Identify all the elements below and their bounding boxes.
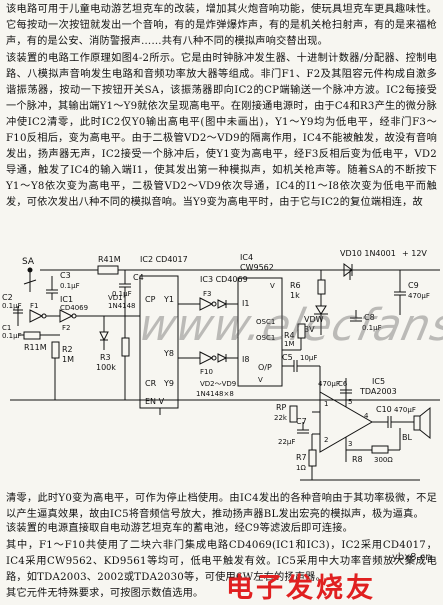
ic3-label: IC3 CD4069 (200, 275, 248, 284)
circuit-description-paragraph: 该装置的电路工作原理如图4-2所示。它是由时钟脉冲发生器、十进制计数器/分配器、… (6, 53, 437, 208)
c5-value: 10μF (300, 354, 317, 362)
r41m-label: R41M (98, 255, 121, 264)
r6-label: R6 (290, 281, 301, 290)
power-supply-paragraph: 该装置的电源直接取自电动游艺坦克车的蓄电池，经C9等滤波后即可连接。 (6, 523, 354, 534)
r8-label: R8 (352, 455, 363, 464)
ic4-label: IC4 (240, 253, 253, 262)
c4-label: C4 (133, 273, 144, 282)
c9-value: 470μF (408, 292, 430, 300)
pin-4: 4 (364, 412, 369, 420)
other-components-paragraph: 其它元件无特殊要求，可按图示数值选用。 (6, 588, 204, 599)
r2-label: R2 (62, 345, 73, 354)
ic2-label: IC2 CD4017 (140, 255, 188, 264)
osc2-pin: OSC1 (256, 334, 275, 342)
vdw-label: VDW (304, 315, 324, 324)
cp-pin: CP (145, 295, 156, 304)
f1-label: F1 (30, 302, 38, 310)
pin-5: 5 (348, 398, 352, 406)
vd1-part: 1N4148 (108, 302, 136, 310)
r7-label: R7 (296, 453, 307, 462)
r7-value: 1Ω (296, 464, 306, 472)
c2-value: 0.1μF (2, 302, 22, 310)
site-watermark: www.elecfans.com (134, 300, 443, 351)
rp-value: 22k (274, 414, 288, 422)
y1-pin: Y1 (163, 295, 174, 304)
r3-value: 100k (96, 363, 116, 372)
c3-label: C3 (60, 271, 71, 280)
vdw-value: 3V (304, 325, 315, 334)
r3-label: R3 (100, 353, 111, 362)
r8-value: 300Ω (374, 456, 393, 464)
c7-label: C7 (296, 417, 307, 426)
osc1-pin: OSC1 (256, 318, 275, 326)
op-pin: O/P (258, 363, 272, 372)
brand-stamp: 电子发烧友 (226, 573, 376, 604)
r2-value: 1M (62, 355, 74, 364)
c2-label: C2 (2, 293, 13, 302)
c8-label: C8 (364, 313, 375, 322)
c3-value: 0.1μF (60, 282, 80, 290)
bl-label: BL (402, 433, 412, 442)
i8-pin: I8 (242, 355, 249, 364)
y8-pin: Y8 (163, 349, 174, 358)
c7-value: 22μF (278, 438, 295, 446)
c4-value: 0.1μF (112, 290, 132, 298)
pin-1: 1 (324, 400, 328, 408)
r6-value: 1k (290, 291, 300, 300)
pin-2: 2 (324, 436, 328, 444)
components-paragraph: 其中，F1～F10共使用了二块六非门集成电路CD4069(IC1和IC3)，IC… (6, 540, 437, 583)
reset-description-paragraph: 清零，此时Y0变为高电平，可作为停止档使用。由IC4发出的各种音响由于其功率极微… (6, 493, 437, 520)
vdd-pin: V (270, 282, 275, 290)
c6-label: C6 (338, 380, 348, 388)
ic1-label: IC1 (60, 295, 73, 304)
c10-label: C10 (376, 405, 392, 414)
ic5-part: TDA2003 (359, 387, 397, 396)
pin-3: 3 (348, 440, 352, 448)
c5-label: C5 (282, 353, 293, 362)
corner-watermark: ybx8.cn (392, 552, 432, 563)
f2-label: F2 (62, 324, 70, 332)
vd2-vd9-part: 1N4148×8 (196, 390, 234, 398)
sa-label: SA (22, 257, 35, 267)
c6-value: 470μF (318, 380, 340, 388)
rp-label: RP (276, 403, 287, 412)
r11m-label: R11M (24, 343, 47, 352)
intro-paragraph: 该电路可用于儿童电动游艺坦克车的改装，增加其火炮音响功能，使玩具坦克车更具趣味性… (6, 4, 437, 47)
i1-pin: I1 (242, 299, 249, 308)
vd2-vd9-label: VD2～VD9 (200, 380, 236, 388)
vss-pin: V (258, 376, 263, 384)
cr-pin: CR (145, 379, 157, 388)
r4-label: R4 (284, 331, 295, 340)
ic1-part: CD4069 (60, 304, 88, 312)
c10-value: 470μF (394, 406, 416, 414)
c1-label: C1 (2, 324, 11, 332)
f3-label: F3 (203, 290, 211, 298)
vd10-label: VD10 1N4001 (340, 249, 396, 258)
ic4-part: CW9562 (240, 263, 274, 272)
c8-value: 0.1μF (362, 324, 382, 332)
c1-value: 0.1μF (2, 332, 22, 340)
vd1-label: VD1 (108, 294, 123, 302)
c9-label: C9 (408, 281, 419, 290)
supply-label: + 12V (402, 249, 427, 258)
f10-label: F10 (200, 368, 213, 376)
y9-pin: Y9 (163, 379, 174, 388)
r4-value: 1M (284, 340, 295, 348)
en-vss-pin: EN V (145, 397, 165, 406)
ic5-label: IC5 (372, 377, 385, 386)
circuit-schematic: SA C3 0.1μF R41M C4 0.1μF IC2 CD4017 IC3… (2, 249, 440, 481)
